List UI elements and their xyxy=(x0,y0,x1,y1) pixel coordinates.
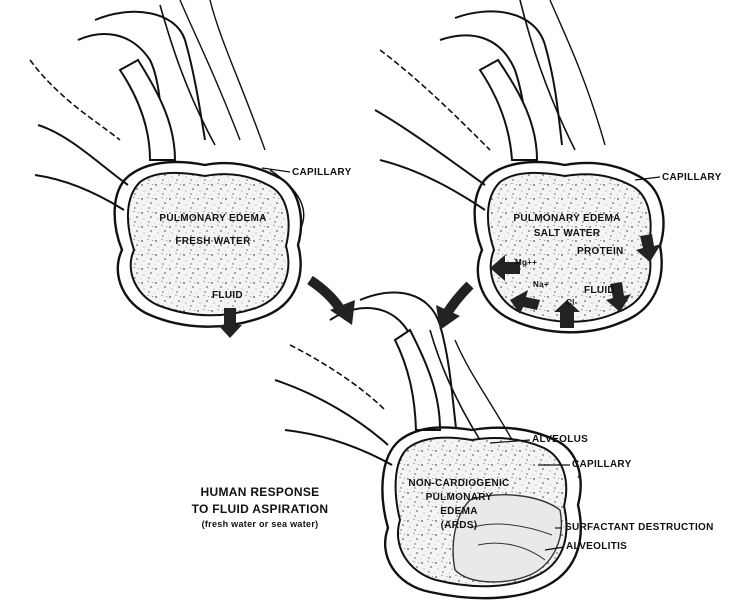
fresh-label-line2: FRESH WATER xyxy=(143,236,283,247)
fresh-capillary-label: CAPILLARY xyxy=(292,167,352,178)
surfactant-destruction-label: SURFACTANT DESTRUCTION xyxy=(565,522,714,533)
alveolus-label: ALVEOLUS xyxy=(532,434,588,445)
ion-mg-label: Mg++ xyxy=(515,258,537,267)
ion-cl-label: Cl- xyxy=(566,298,578,307)
ion-na-label: Na+ xyxy=(533,280,549,289)
salt-water-panel xyxy=(375,0,663,332)
result-label-line1: NON-CARDIOGENIC xyxy=(404,478,514,489)
result-label-line3: EDEMA xyxy=(404,506,514,517)
caption-line1: HUMAN RESPONSE xyxy=(170,484,350,500)
result-panel xyxy=(275,292,581,598)
caption-line3: (fresh water or sea water) xyxy=(170,519,350,529)
result-capillary-label: CAPILLARY xyxy=(572,459,632,470)
fresh-label-line1: PULMONARY EDEMA xyxy=(143,213,283,224)
result-label-line2: PULMONARY xyxy=(404,492,514,503)
salt-label-line2: SALT WATER xyxy=(497,228,637,239)
salt-capillary-label: CAPILLARY xyxy=(662,172,722,183)
flow-arrow-right xyxy=(436,285,470,330)
fresh-fluid-label: FLUID xyxy=(212,290,243,301)
salt-protein-label: PROTEIN xyxy=(577,246,624,257)
fresh-water-panel xyxy=(30,0,304,338)
salt-label-line1: PULMONARY EDEMA xyxy=(497,213,637,224)
alveolitis-label: ALVEOLITIS xyxy=(566,541,627,552)
result-label-line4: (ARDS) xyxy=(404,520,514,531)
caption-line2: TO FLUID ASPIRATION xyxy=(170,501,350,517)
salt-fluid-label: FLUID xyxy=(584,285,615,296)
